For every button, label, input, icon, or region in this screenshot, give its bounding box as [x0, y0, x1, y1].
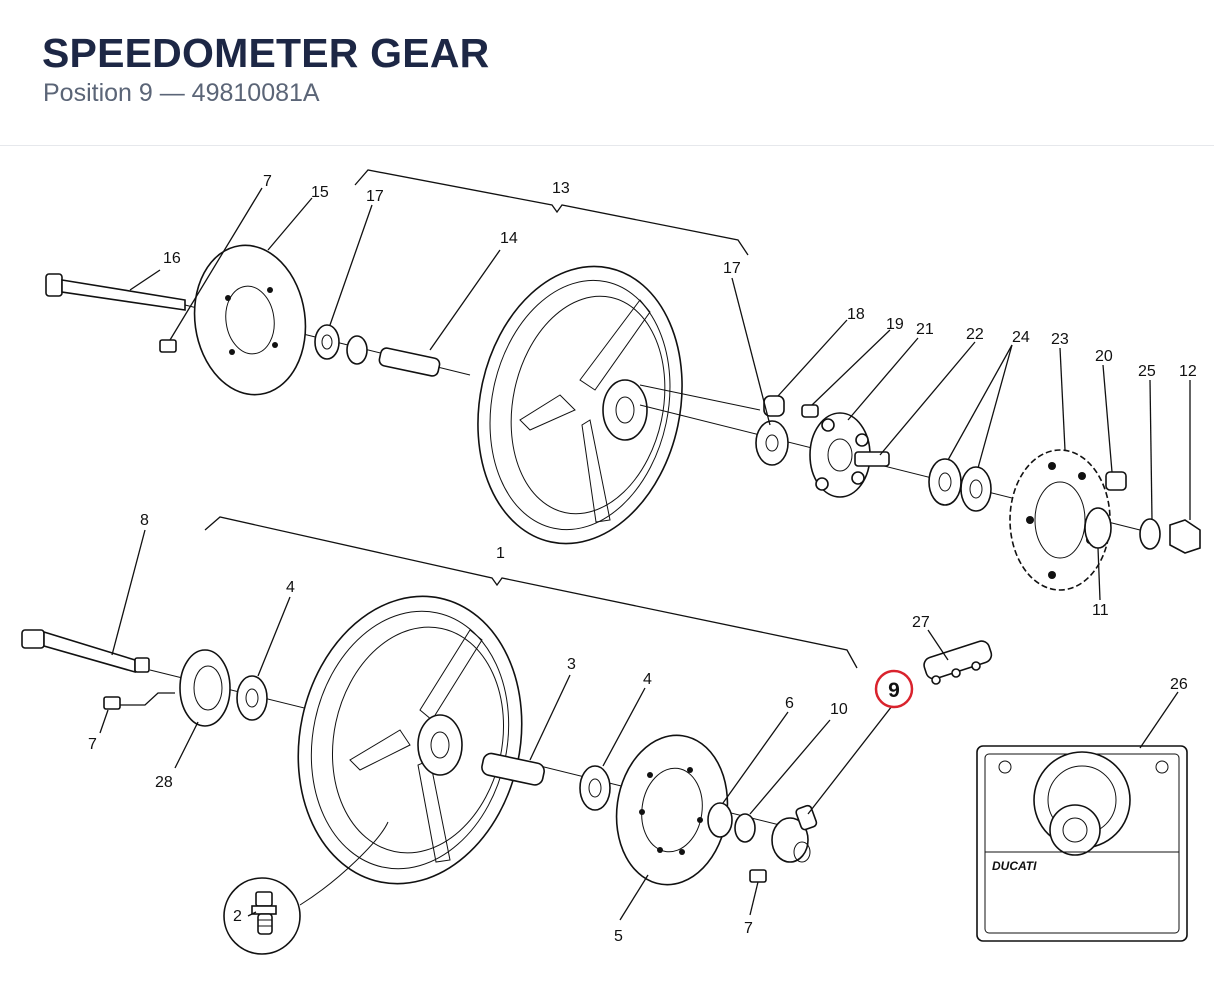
- callout-27: 27: [912, 614, 930, 631]
- callout-labels: 7 15 17 13 14 16 17 18 19 21 22 24 23 20…: [88, 173, 1197, 945]
- rear-wheel-assembly: [45, 169, 1201, 591]
- callout-17: 17: [366, 188, 384, 205]
- callout-5: 5: [614, 928, 623, 945]
- callout-4: 4: [286, 579, 295, 596]
- page-header: SPEEDOMETER GEAR Position 9 — 49810081A: [0, 0, 1214, 146]
- rear-sprocket: [1009, 449, 1111, 591]
- page-title: SPEEDOMETER GEAR: [42, 30, 490, 76]
- highlight-marker-9[interactable]: 9: [874, 669, 914, 709]
- sprocket-carrier: [809, 412, 890, 498]
- callout-22: 22: [966, 326, 984, 343]
- callout-15: 15: [311, 184, 329, 201]
- callout-7: 7: [263, 173, 272, 190]
- callout-10: 10: [830, 701, 848, 718]
- callout-16: 16: [163, 250, 181, 267]
- front-wheel-assembly: DUCATI: [21, 516, 1188, 955]
- callout-28: 28: [155, 774, 173, 791]
- leader-lines: [99, 187, 1191, 921]
- callout-1: 1: [496, 545, 505, 562]
- callout-8: 8: [140, 512, 149, 529]
- callout-3: 3: [567, 656, 576, 673]
- highlight-ring: [874, 669, 914, 709]
- ducati-logo-text: DUCATI: [992, 859, 1037, 873]
- highlight-label: 9: [888, 679, 900, 702]
- callout-6: 6: [785, 695, 794, 712]
- callout-23: 23: [1051, 331, 1069, 348]
- callout-7: 7: [744, 920, 753, 937]
- callout-21: 21: [916, 321, 934, 338]
- callout-2: 2: [233, 908, 242, 925]
- callout-17: 17: [723, 260, 741, 277]
- speedometer-gear: [771, 804, 818, 863]
- front-brake-disc: [615, 734, 729, 886]
- callout-13: 13: [552, 180, 570, 197]
- rear-wheel: [477, 265, 1141, 545]
- drive-chain: [923, 640, 993, 685]
- page-subtitle: Position 9 — 49810081A: [43, 79, 320, 107]
- callout-12: 12: [1179, 363, 1197, 380]
- ducati-cover-plate: DUCATI: [976, 745, 1188, 942]
- callout-7: 7: [88, 736, 97, 753]
- callout-24: 24: [1012, 329, 1030, 346]
- rear-brake-disc: [193, 244, 307, 396]
- callout-20: 20: [1095, 348, 1113, 365]
- callout-26: 26: [1170, 676, 1188, 693]
- callout-14: 14: [500, 230, 518, 247]
- front-wheel: [297, 595, 523, 906]
- detail-inset-2: [223, 877, 301, 955]
- exploded-diagram: DUCATI 7 15: [0, 146, 1214, 988]
- callout-25: 25: [1138, 363, 1156, 380]
- callout-4: 4: [643, 671, 652, 688]
- callout-11: 11: [1092, 602, 1109, 619]
- callout-19: 19: [886, 316, 904, 333]
- callout-18: 18: [847, 306, 865, 323]
